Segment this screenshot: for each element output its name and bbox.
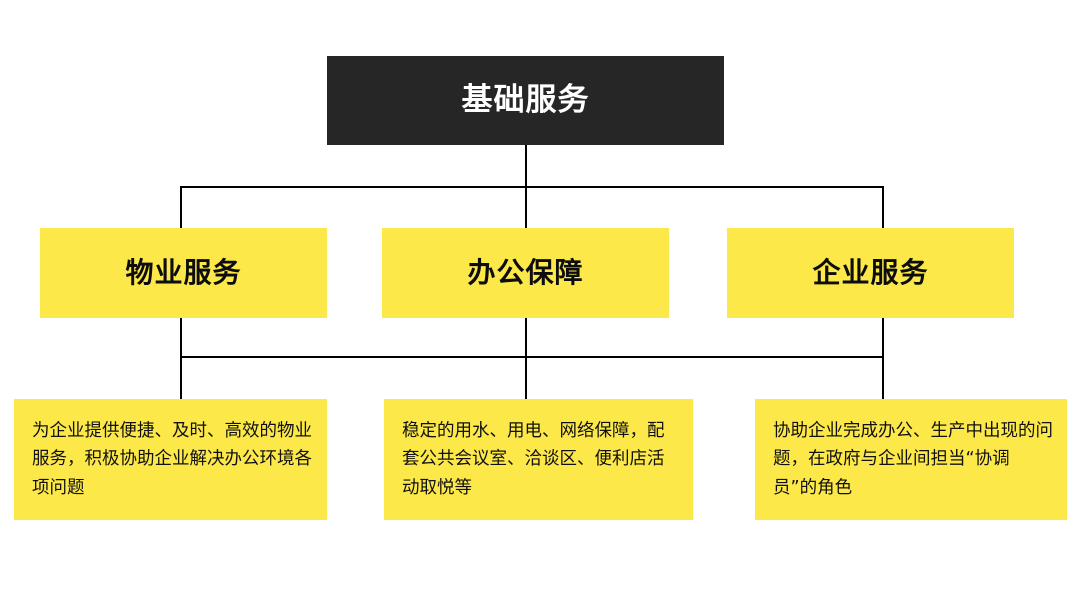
branch-node-1-label: 物业服务: [125, 256, 242, 289]
leaf-node-3-description: 协助企业完成办公、生产中出现的问题，在政府与企业间担当“协调员”的角色: [773, 420, 1053, 498]
branch-node-3: 企业服务: [727, 228, 1014, 318]
leaf-node-2-description: 稳定的用水、用电、网络保障，配套公共会议室、洽谈区、便利店活动取悦等: [402, 420, 665, 498]
branch-node-2: 办公保障: [382, 228, 669, 318]
leaf-node-2: 稳定的用水、用电、网络保障，配套公共会议室、洽谈区、便利店活动取悦等: [384, 399, 693, 520]
root-node: 基础服务: [327, 56, 724, 145]
branch-node-1: 物业服务: [40, 228, 327, 318]
branch-node-2-label: 办公保障: [467, 256, 584, 289]
leaf-node-3: 协助企业完成办公、生产中出现的问题，在政府与企业间担当“协调员”的角色: [755, 399, 1067, 520]
leaf-node-1: 为企业提供便捷、及时、高效的物业服务，积极协助企业解决办公环境各项问题: [14, 399, 327, 520]
branch-node-3-label: 企业服务: [812, 256, 929, 289]
root-node-label: 基础服务: [461, 82, 590, 118]
leaf-node-1-description: 为企业提供便捷、及时、高效的物业服务，积极协助企业解决办公环境各项问题: [32, 420, 312, 498]
